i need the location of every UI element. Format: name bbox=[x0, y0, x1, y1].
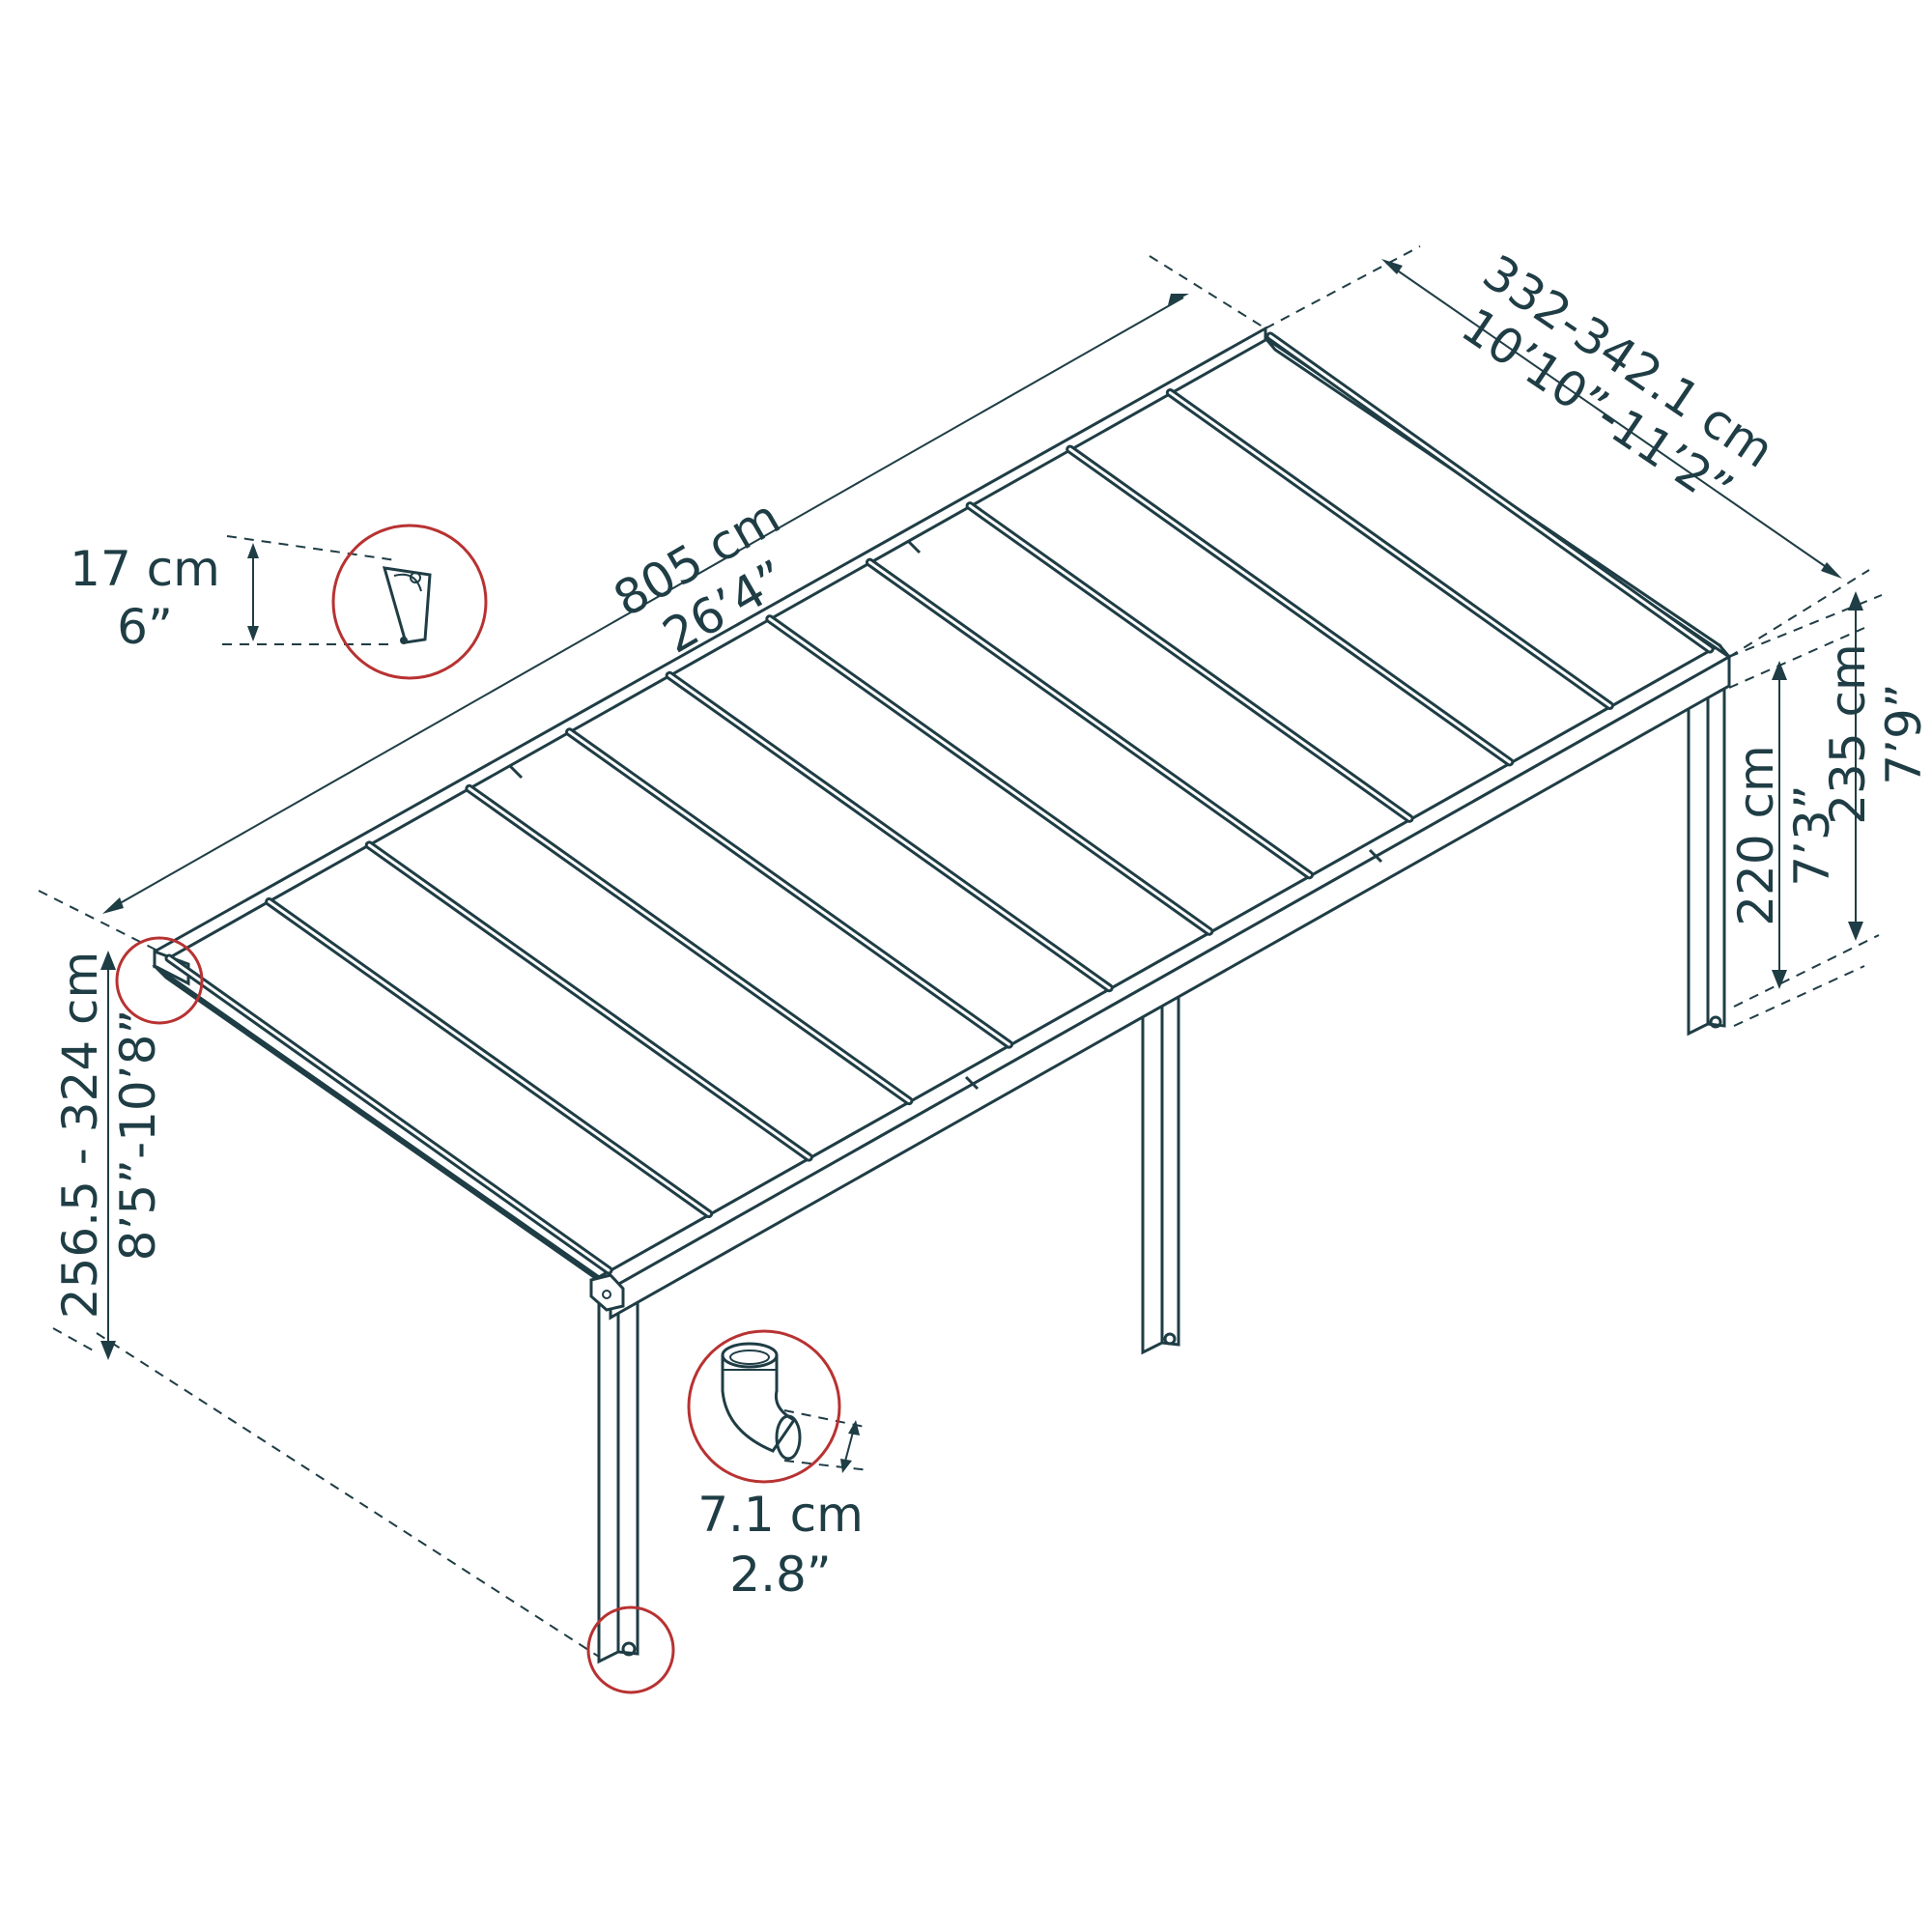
roof bbox=[152, 326, 1732, 1321]
roof-rail-highlight bbox=[268, 899, 711, 1216]
back-outer-height-label: 235 cm 7’9” bbox=[1820, 643, 1932, 825]
drain-callout bbox=[687, 1329, 841, 1484]
roof-rail-highlight bbox=[367, 843, 810, 1159]
corner-cap-front bbox=[589, 1273, 625, 1312]
dimension-lines bbox=[38, 245, 1883, 1658]
roof-rail-highlight bbox=[568, 730, 1011, 1046]
post-front bbox=[597, 1289, 639, 1664]
back-inner-imperial: 7’3” bbox=[1784, 784, 1840, 886]
corner-callout bbox=[115, 936, 204, 1025]
bracket-callout bbox=[331, 524, 488, 680]
elbow-pipe-icon bbox=[721, 1342, 802, 1461]
post-base-callout bbox=[586, 1605, 675, 1694]
front-height-metric: 256.5 - 324 cm bbox=[52, 952, 108, 1320]
roof-rail-highlight bbox=[167, 956, 611, 1272]
roof-rail-highlight bbox=[968, 504, 1411, 820]
roof-rail-highlight bbox=[668, 673, 1111, 990]
roof-rails bbox=[164, 331, 1715, 1275]
front-height-label: 256.5 - 324 cm 8’5”-10’8” bbox=[52, 952, 166, 1320]
post-back-right bbox=[1687, 681, 1726, 1037]
back-inner-metric: 220 cm bbox=[1728, 745, 1784, 926]
bracket-metric: 17 cm bbox=[70, 541, 220, 597]
roof-rail-highlight bbox=[1068, 447, 1512, 764]
post-middle bbox=[1141, 987, 1180, 1355]
front-height-imperial: 8’5”-10’8” bbox=[110, 1009, 166, 1262]
back-outer-imperial: 7’9” bbox=[1876, 683, 1932, 784]
back-outer-metric: 235 cm bbox=[1820, 643, 1876, 825]
roof-rail-highlight bbox=[1268, 334, 1712, 651]
drain-imperial: 2.8” bbox=[729, 1547, 831, 1603]
roof-rail-highlight bbox=[1168, 391, 1611, 707]
roof-rail-highlight bbox=[867, 560, 1311, 877]
drain-metric: 7.1 cm bbox=[697, 1487, 864, 1543]
back-inner-height-label: 220 cm 7’3” bbox=[1728, 745, 1840, 926]
width-label: 332-342.1 cm 10’10”-11’2” bbox=[1452, 244, 1784, 519]
bracket-icon bbox=[382, 566, 432, 644]
bracket-imperial: 6” bbox=[117, 599, 173, 655]
roof-rail-highlight bbox=[468, 786, 911, 1103]
callouts bbox=[115, 524, 841, 1694]
roof-rail-highlight bbox=[768, 617, 1211, 933]
